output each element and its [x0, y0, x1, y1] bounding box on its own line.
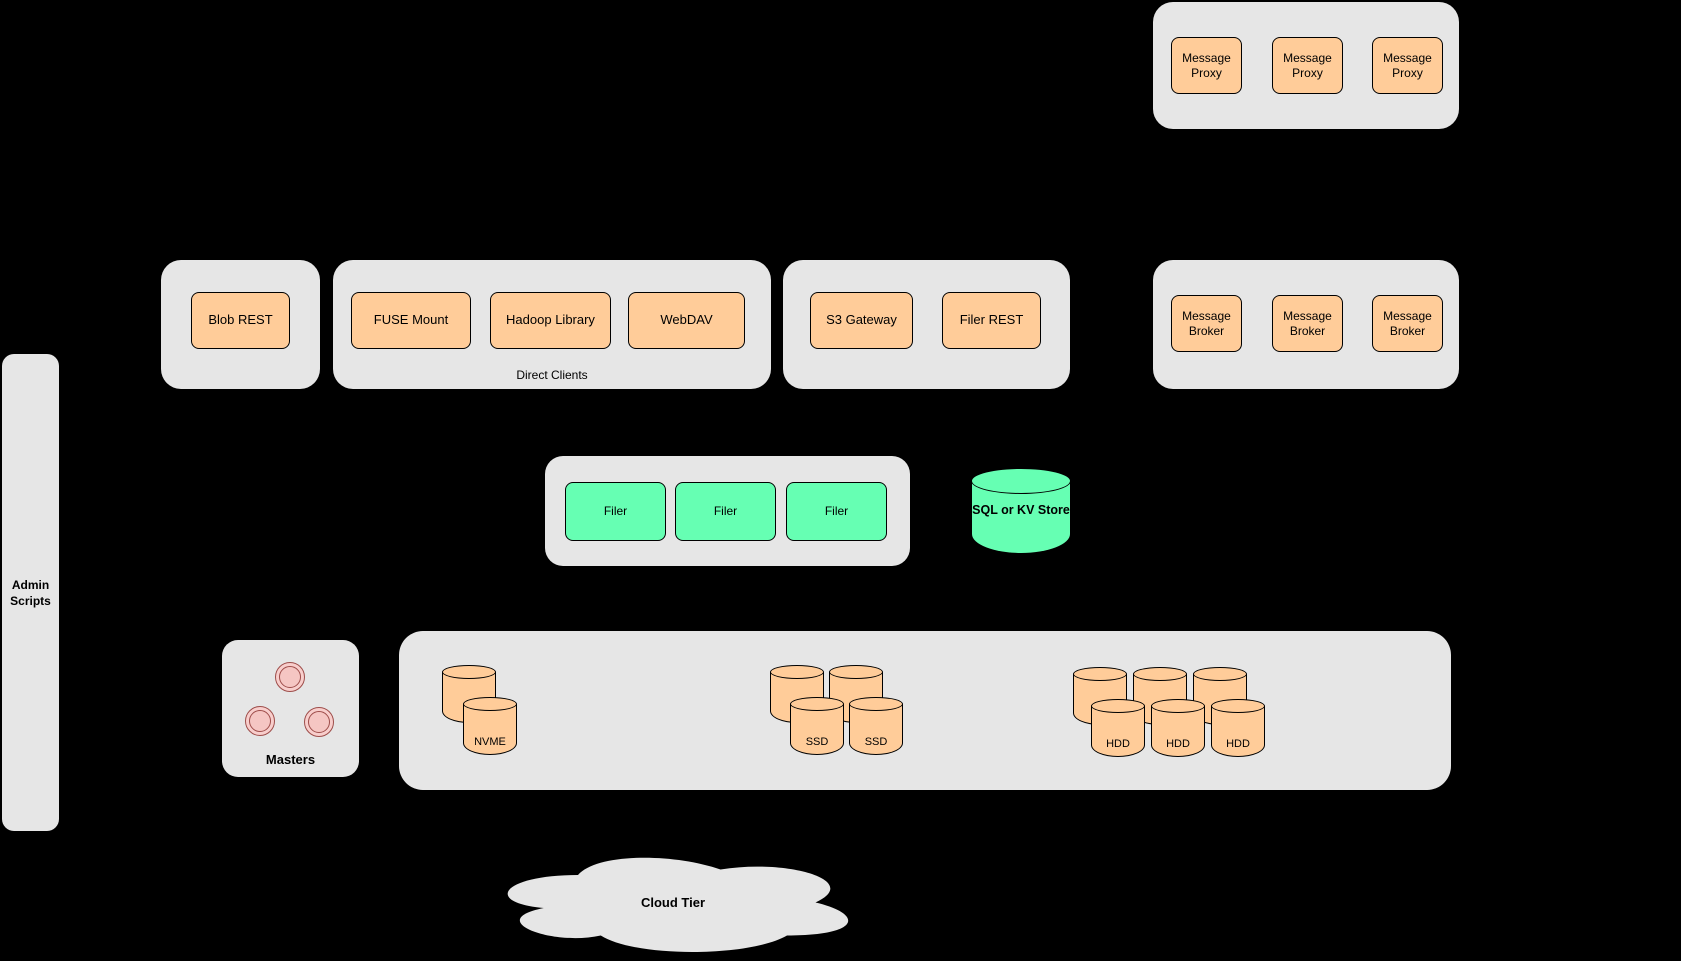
direct-clients-group-panel: FUSE Mount Hadoop Library WebDAV Direct … [333, 260, 771, 389]
cylinder-body [1211, 706, 1265, 757]
volume-servers-panel: NVME SSD SSD [399, 631, 1451, 790]
message-proxy-node: Message Proxy [1272, 37, 1343, 94]
message-broker-node: Message Broker [1272, 295, 1343, 352]
gateway-group-panel: S3 Gateway Filer REST [783, 260, 1070, 389]
filer-group-panel: Filer Filer Filer [545, 456, 910, 566]
nvme-cylinder-front: NVME [463, 697, 517, 755]
sql-kv-store-cylinder: SQL or KV Store [971, 468, 1071, 554]
filer-rest-node: Filer REST [942, 292, 1041, 349]
hdd-cylinder-front: HDD [1091, 699, 1145, 757]
hdd-label: HDD [1226, 738, 1250, 750]
cylinder-top-ellipse [442, 665, 496, 679]
hdd-cylinder-front: HDD [1211, 699, 1265, 757]
filer-node: Filer [786, 482, 887, 541]
filer-node: Filer [675, 482, 776, 541]
cloud-tier-label: Cloud Tier [640, 895, 706, 910]
admin-scripts-panel: Admin Scripts [2, 354, 59, 831]
blob-rest-node: Blob REST [191, 292, 290, 349]
direct-clients-group-label: Direct Clients [516, 368, 588, 382]
masters-panel: Masters [222, 640, 359, 777]
blob-rest-group-panel: Blob REST [161, 260, 320, 389]
message-broker-node: Message Broker [1372, 295, 1443, 352]
cylinder-top-ellipse [1133, 667, 1187, 681]
cloud-path [507, 857, 849, 952]
cylinder-top-ellipse [971, 468, 1071, 494]
s3-gateway-node: S3 Gateway [810, 292, 913, 349]
masters-label: Masters [265, 752, 316, 767]
hdd-label: HDD [1106, 738, 1130, 750]
master-node-circle [304, 707, 334, 737]
message-broker-node: Message Broker [1171, 295, 1242, 352]
cylinder-top-ellipse [1091, 699, 1145, 713]
webdav-node: WebDAV [628, 292, 745, 349]
ssd-label: SSD [864, 736, 888, 748]
cylinder-top-ellipse [1073, 667, 1127, 681]
cylinder-top-ellipse [770, 665, 824, 679]
hdd-cylinder-front: HDD [1151, 699, 1205, 757]
cylinder-body [463, 704, 517, 755]
filer-node: Filer [565, 482, 666, 541]
cylinder-top-ellipse [463, 697, 517, 711]
message-proxy-node: Message Proxy [1372, 37, 1443, 94]
fuse-mount-node: FUSE Mount [351, 292, 471, 349]
admin-scripts-label: Admin Scripts [10, 577, 51, 608]
cylinder-top-ellipse [849, 697, 903, 711]
cylinder-top-ellipse [1193, 667, 1247, 681]
ssd-cylinder-front: SSD [849, 697, 903, 755]
cylinder-body [1151, 706, 1205, 757]
master-node-circle [275, 662, 305, 692]
hadoop-library-node: Hadoop Library [490, 292, 611, 349]
cloud-tier-shape: Cloud Tier [483, 847, 863, 958]
cylinder-body [1091, 706, 1145, 757]
cylinder-body [849, 704, 903, 755]
cylinder-top-ellipse [790, 697, 844, 711]
ssd-label: SSD [805, 736, 829, 748]
cylinder-top-ellipse [1151, 699, 1205, 713]
sql-kv-store-label: SQL or KV Store [972, 503, 1070, 517]
cloud-icon [507, 857, 849, 952]
message-proxy-node: Message Proxy [1171, 37, 1242, 94]
cylinder-body [790, 704, 844, 755]
ssd-cylinder-front: SSD [790, 697, 844, 755]
message-proxy-group-panel: Message Proxy Message Proxy Message Prox… [1153, 2, 1459, 129]
hdd-label: HDD [1166, 738, 1190, 750]
cylinder-top-ellipse [829, 665, 883, 679]
nvme-label: NVME [474, 736, 506, 748]
master-node-circle [245, 706, 275, 736]
message-broker-group-panel: Message Broker Message Broker Message Br… [1153, 260, 1459, 389]
cylinder-top-ellipse [1211, 699, 1265, 713]
